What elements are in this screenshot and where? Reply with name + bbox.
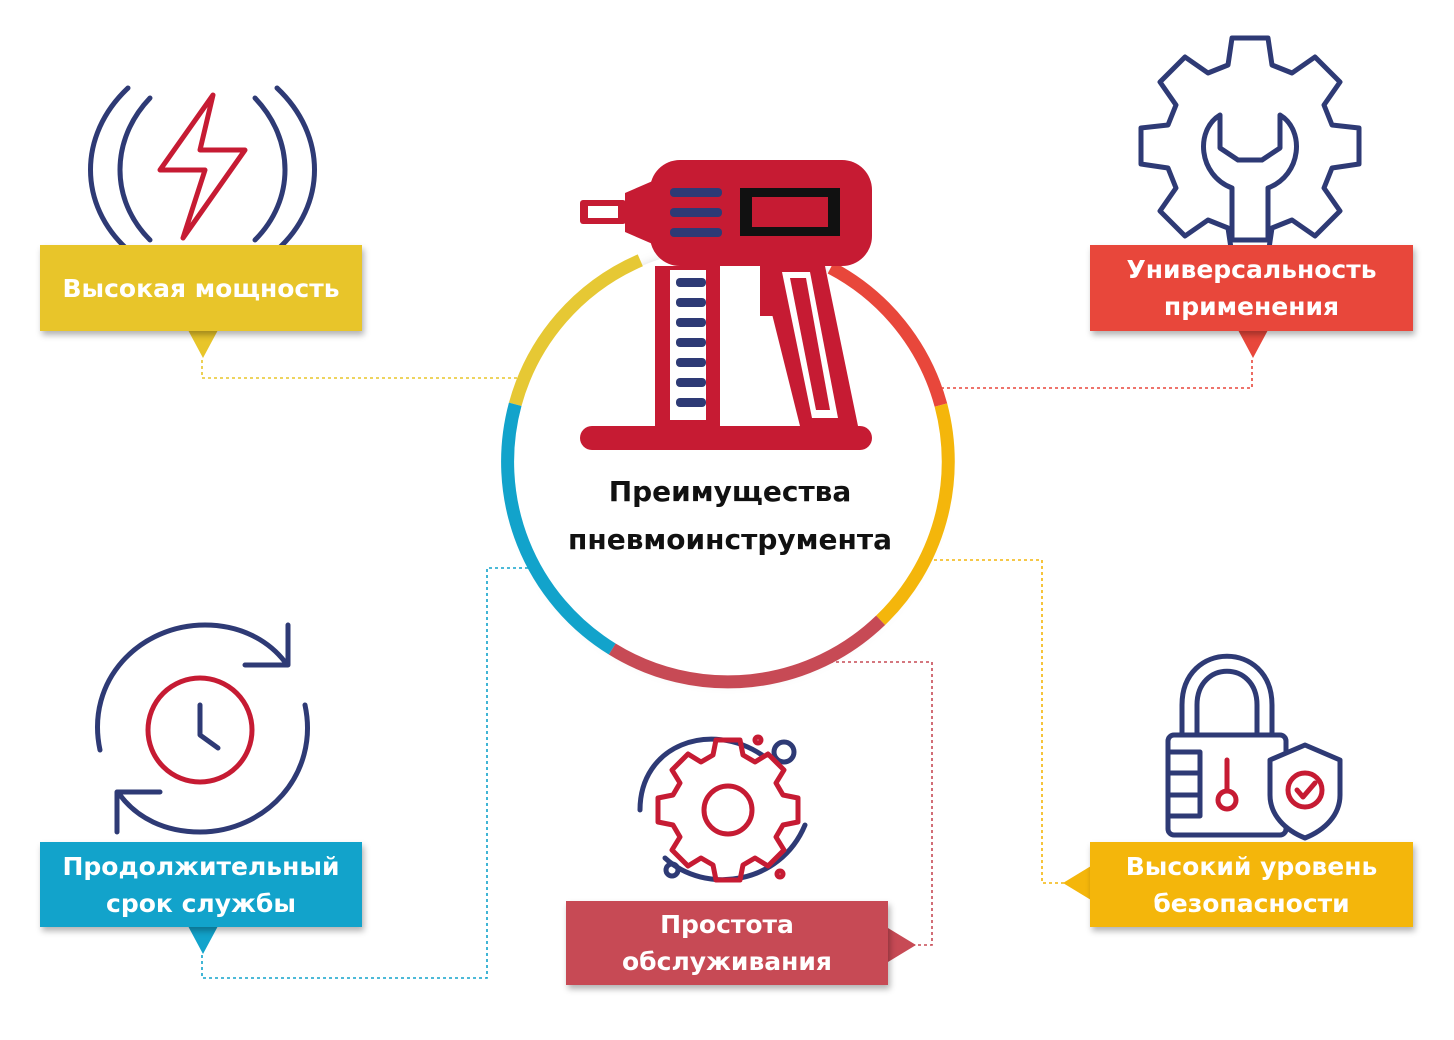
ring-segment-yellow [508, 254, 643, 407]
ring-segment-amber [876, 403, 955, 625]
ring-segments [501, 254, 955, 689]
benefit-box-lifespan: Продолжительный срок службы [40, 842, 362, 927]
ring-segment-rose [608, 615, 886, 689]
clock-cycle-icon [95, 622, 310, 835]
benefit-box-power: Высокая мощность [40, 245, 362, 331]
pointer-versatility [1238, 330, 1268, 358]
gear-orbit-icon [637, 734, 808, 883]
connector-lifespan [201, 567, 540, 979]
center-title: Преимущества пневмоинструмента [568, 475, 892, 556]
benefit-label-power: Высокая мощность [62, 273, 340, 303]
benefit-label-maintenance: Простота обслуживания [622, 910, 832, 976]
pointer-lifespan [188, 926, 218, 954]
connector-power [201, 360, 520, 379]
lock-shield-icon [1165, 653, 1343, 841]
lightning-vibration-icon [88, 85, 317, 253]
connector-safety [925, 559, 1070, 884]
ring-segment-blue [501, 402, 616, 655]
ring-segment-red [827, 261, 948, 407]
benefit-box-safety: Высокий уровень безопасности [1090, 842, 1413, 927]
center-ring [514, 248, 942, 676]
pneumatic-drill-icon [580, 160, 872, 450]
pointer-maintenance [888, 928, 916, 962]
benefit-box-maintenance: Простота обслуживания [566, 901, 888, 985]
callout-pointers [188, 330, 1268, 962]
pointer-safety [1063, 866, 1091, 900]
benefit-label-lifespan: Продолжительный срок службы [62, 851, 340, 918]
connectors [201, 360, 1253, 979]
benefit-box-versatility: Универсальность применения [1090, 245, 1413, 331]
gear-wrench-icon [1138, 35, 1362, 258]
connector-versatility [940, 360, 1253, 389]
benefit-label-versatility: Универсальность применения [1126, 255, 1377, 321]
pointer-power [188, 330, 218, 358]
benefit-label-safety: Высокий уровень безопасности [1125, 851, 1378, 918]
